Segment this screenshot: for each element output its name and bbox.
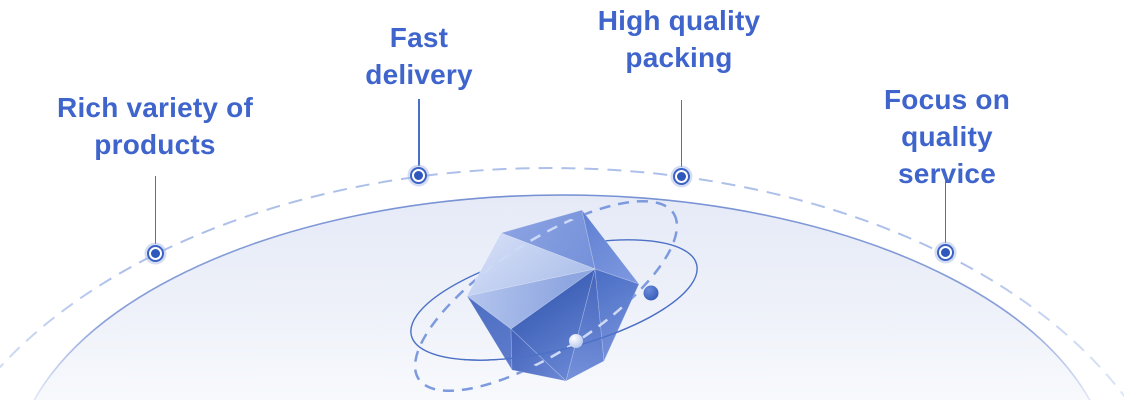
icosahedron-orbit-icon <box>410 199 698 393</box>
feature-label-fast-delivery: Fast delivery <box>365 22 473 90</box>
feature-label-focus-quality-service: Focus on quality service <box>883 84 1011 189</box>
marker-dot <box>150 248 160 258</box>
feature-marker-fast-delivery <box>409 166 427 184</box>
orbit-sphere-light <box>569 334 583 348</box>
orbit-solid-front <box>461 301 679 361</box>
marker-dot <box>413 170 423 180</box>
feature-connector-rich-variety <box>154 176 157 244</box>
feature-label-high-quality-packing: High quality packing <box>597 5 761 73</box>
feature-connector-focus-quality-service <box>944 176 947 243</box>
feature-marker-high-quality-packing <box>672 167 690 185</box>
feature-connector-high-quality-packing <box>680 100 683 167</box>
dashed-guide-arc <box>0 167 1124 398</box>
orbit-sphere-dark <box>643 285 659 301</box>
ico-face-right <box>594 268 640 363</box>
feature-marker-focus-quality-service <box>936 243 954 261</box>
feature-marker-rich-variety <box>146 244 164 262</box>
feature-label-rich-variety: Rich variety of products <box>57 92 253 160</box>
feature-connector-fast-delivery <box>418 99 420 166</box>
icosahedron <box>466 209 640 382</box>
marker-dot <box>676 171 686 181</box>
marker-dot <box>940 247 950 257</box>
